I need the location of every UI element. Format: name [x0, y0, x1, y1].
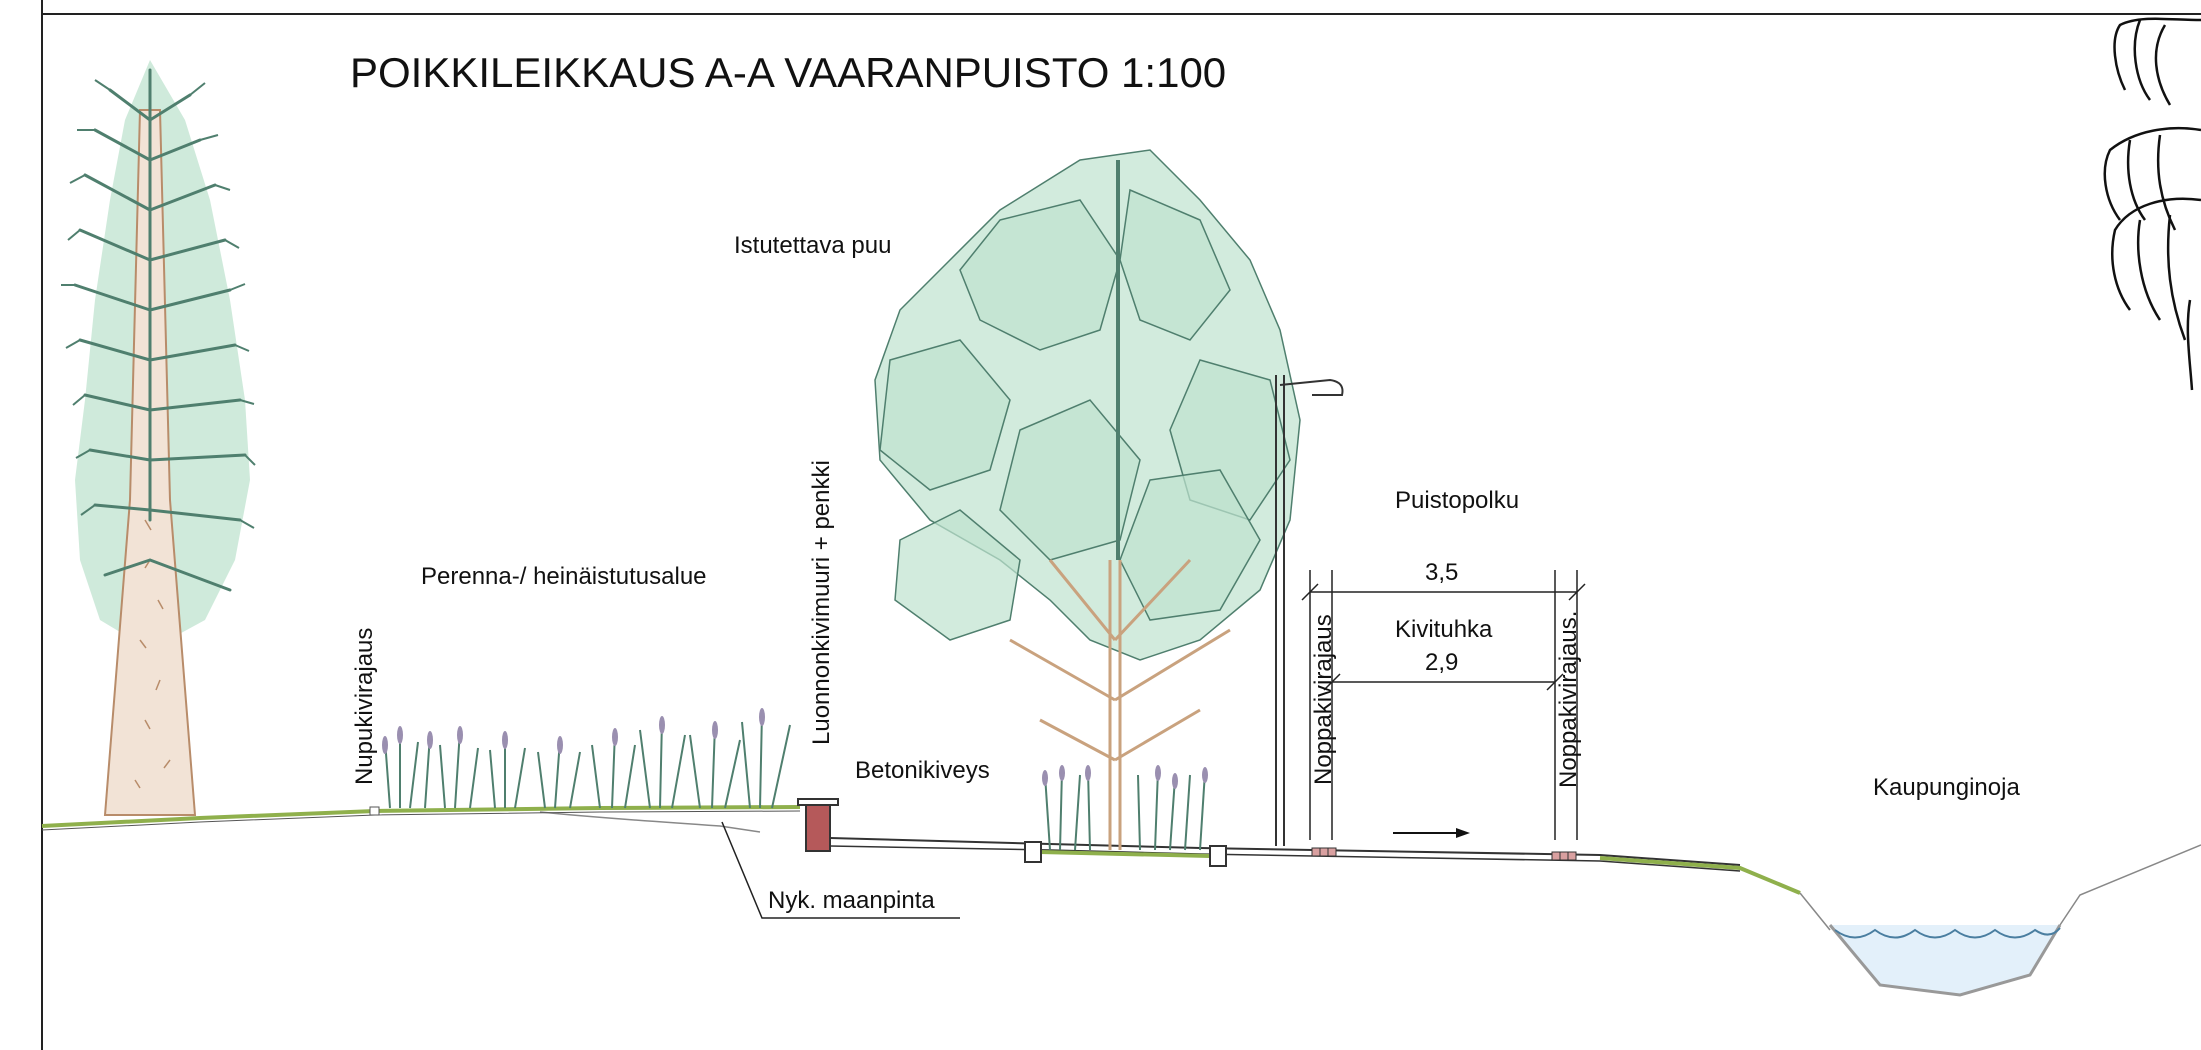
edge-tree-icon [2103, 17, 2201, 391]
curb-right [1209, 845, 1227, 867]
lamp-post-icon [1275, 375, 1344, 846]
slope-arrow-icon [1393, 828, 1470, 838]
curb-left [1024, 841, 1042, 863]
label-istutettava-puu: Istutettava puu [734, 232, 891, 259]
grass-heads [382, 708, 765, 754]
label-nupukivirajaus: Nupukivirajaus [351, 628, 378, 785]
existing-tree-icon [61, 60, 256, 816]
dimension-inner-value: 2,9 [1425, 649, 1458, 676]
ground-profile [41, 805, 2201, 997]
label-nyk-maanpinta: Nyk. maanpinta [768, 887, 935, 914]
planted-tree-icon [874, 149, 1301, 851]
label-perenna: Perenna-/ heinäistutusalue [421, 563, 707, 590]
dimension-outer-value: 3,5 [1425, 559, 1458, 586]
label-noppakivirajaus-left: Noppakivirajaus [1310, 614, 1337, 785]
label-kaupunginoja: Kaupunginoja [1873, 774, 2020, 801]
stone-wall-bench-icon [797, 798, 839, 852]
perennial-planting-icon [384, 711, 791, 809]
label-betonikiveys: Betonikiveys [855, 757, 990, 784]
label-noppakivirajaus-right: Noppakivirajaus. [1555, 611, 1582, 788]
label-kivituhka: Kivituhka [1395, 616, 1493, 643]
label-puistopolku: Puistopolku [1395, 487, 1519, 514]
section-title: POIKKILEIKKAUS A-A VAARANPUISTO 1:100 [350, 49, 1226, 96]
label-luonnonkivimuuri: Luonnonkivimuuri + penkki [808, 460, 835, 745]
edge-stones [1311, 847, 1577, 861]
drawing-frame [41, 0, 2201, 1050]
leader-nyk-maanpinta [721, 821, 960, 919]
nupukivi-marker [369, 806, 380, 816]
dimension-lines [1301, 570, 1586, 840]
